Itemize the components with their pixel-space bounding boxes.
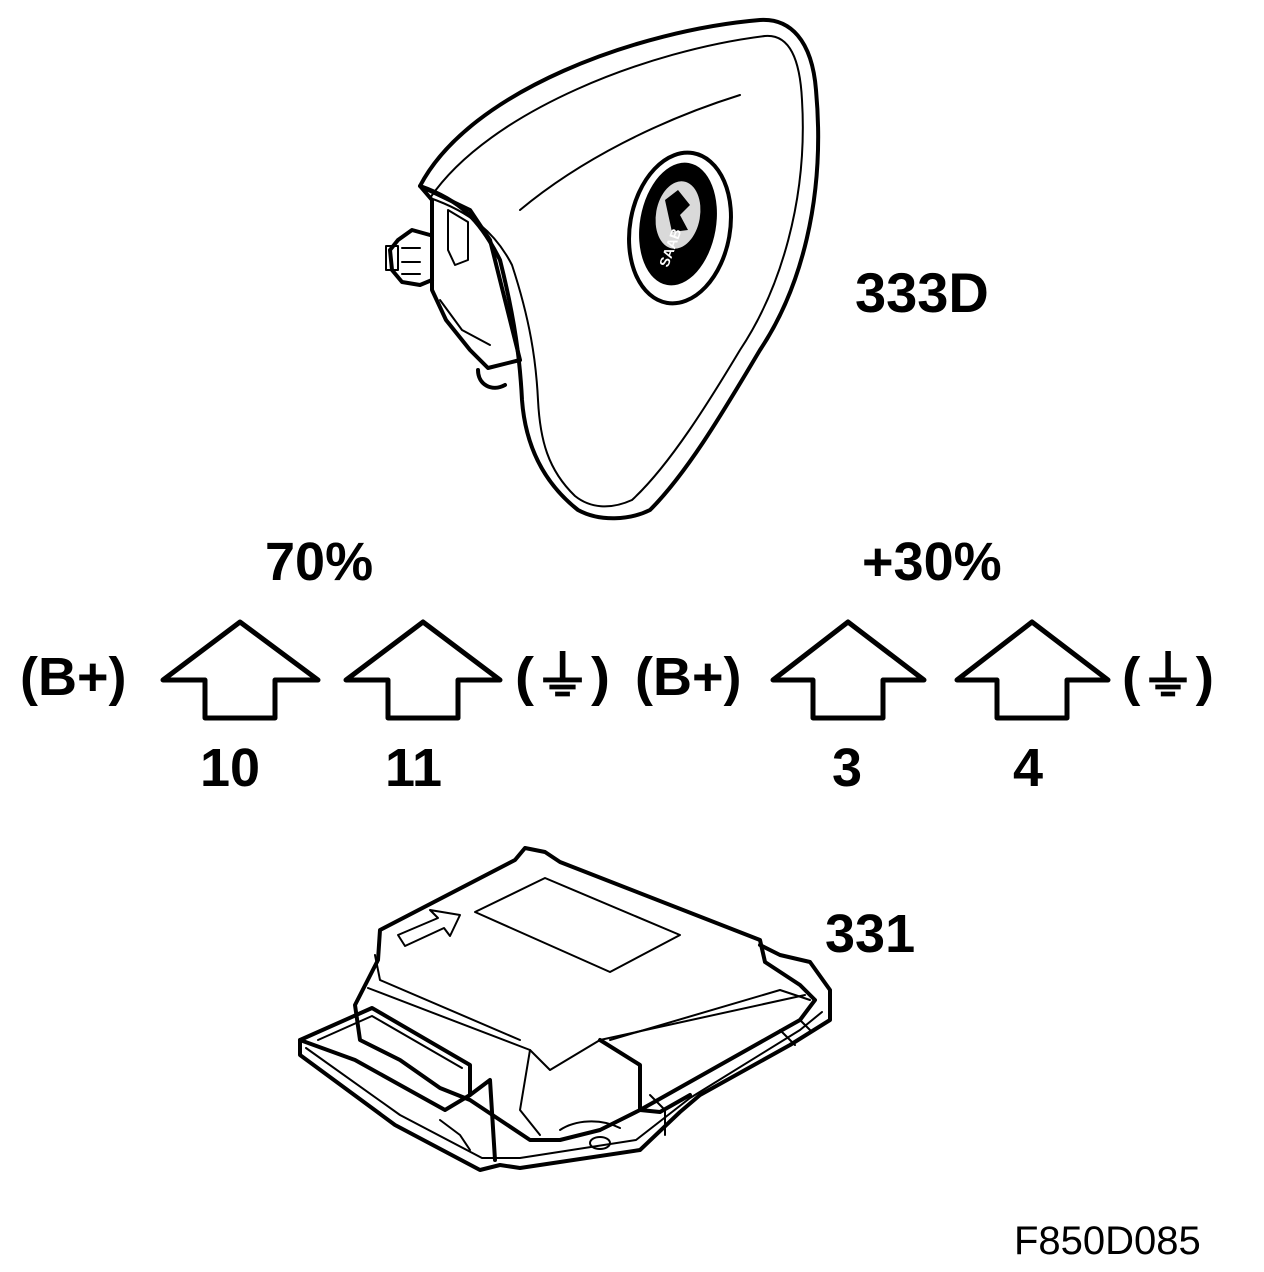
pin-number: 11: [385, 738, 442, 798]
pin-number: 10: [200, 738, 260, 798]
up-arrow-icon: [343, 619, 503, 721]
battery-terminal-label: (B+): [635, 647, 742, 707]
airbag-module-drawing: SAAB: [385, 17, 821, 521]
battery-terminal-label: (B+): [20, 647, 127, 707]
up-arrow-icon: [770, 619, 927, 721]
control-unit-drawing: [298, 846, 832, 1172]
up-arrow-icon: [954, 619, 1111, 721]
firing-group-30: +30% (B+) 3 4 (⏚): [635, 532, 1214, 798]
control-unit-label: 331: [825, 904, 915, 964]
pin-number: 4: [1013, 738, 1043, 798]
ground-terminal-label: (⏚): [515, 647, 610, 707]
ground-terminal-label: (⏚): [1122, 647, 1214, 707]
group-percent-label: 70%: [265, 532, 373, 592]
firing-group-70: 70% (B+) 10 11 (⏚): [20, 532, 610, 798]
pin-number: 3: [832, 738, 862, 798]
up-arrow-icon: [160, 619, 321, 721]
airbag-module-label: 333D: [855, 261, 989, 324]
figure-id: F850D085: [1014, 1219, 1201, 1263]
group-percent-label: +30%: [862, 532, 1002, 592]
